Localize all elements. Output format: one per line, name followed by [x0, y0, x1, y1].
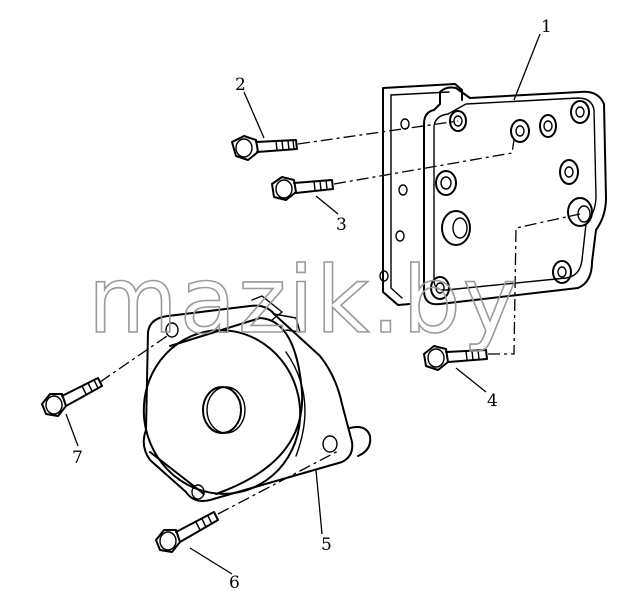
bolt-4: [423, 345, 488, 371]
callout-4: 4: [487, 391, 498, 411]
bolt-7: [41, 377, 103, 417]
callout-6: 6: [229, 573, 240, 593]
callout-7: 7: [72, 448, 83, 468]
callout-leaders: [65, 33, 541, 575]
callout-2: 2: [235, 75, 246, 95]
bolt-2: [231, 135, 298, 161]
watermark-text: mazik.by: [88, 247, 519, 354]
assembly-lines: [99, 120, 581, 515]
callout-5: 5: [321, 535, 332, 555]
callout-1: 1: [541, 17, 552, 37]
bolt-6: [155, 511, 219, 553]
part-5-filter-housing: [142, 295, 372, 502]
callout-3: 3: [336, 215, 347, 235]
bolt-3: [271, 176, 334, 201]
part-1-bracket: [379, 83, 607, 306]
